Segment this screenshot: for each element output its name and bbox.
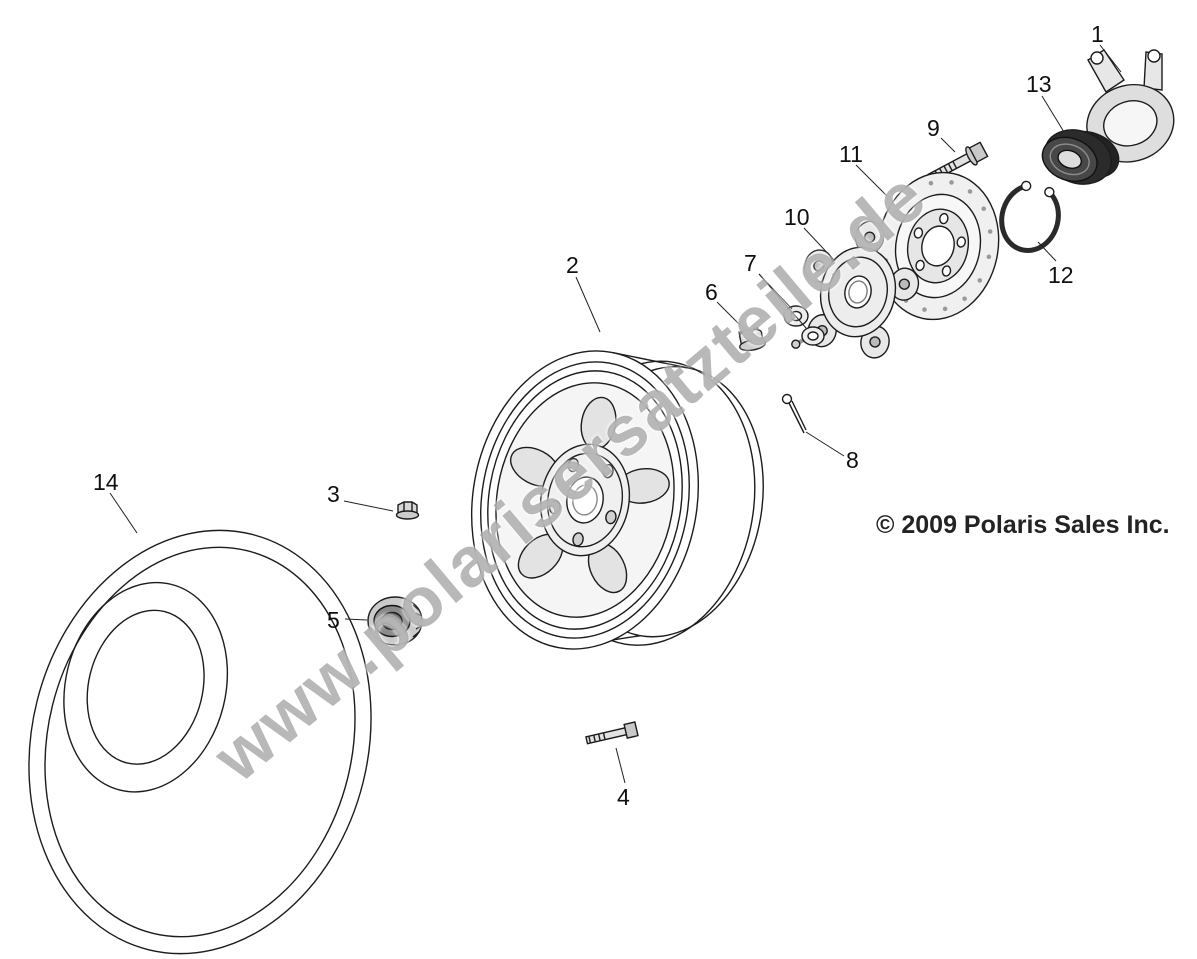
callout-4: 4 bbox=[617, 784, 630, 810]
wheel-lug-holes bbox=[549, 457, 617, 547]
washers-part bbox=[783, 305, 825, 346]
leader-lines bbox=[109, 44, 1122, 784]
callout-11: 11 bbox=[839, 141, 863, 167]
callout-2: 2 bbox=[566, 252, 579, 278]
callout-1: 1 bbox=[1091, 21, 1104, 47]
cotter-pin-part bbox=[781, 393, 807, 434]
callout-13: 13 bbox=[1026, 71, 1052, 97]
lug-nut-part bbox=[395, 501, 420, 520]
callout-3: 3 bbox=[327, 481, 340, 507]
callout-12: 12 bbox=[1048, 262, 1074, 288]
callout-14: 14 bbox=[93, 469, 119, 495]
callout-9: 9 bbox=[927, 115, 940, 141]
callout-5: 5 bbox=[327, 607, 340, 633]
wheel-spoke-windows bbox=[509, 396, 670, 594]
brake-disc-mount-holes bbox=[913, 212, 966, 277]
callout-8: 8 bbox=[846, 447, 859, 473]
hub-cap-part bbox=[367, 596, 423, 646]
copyright-text: © 2009 Polaris Sales Inc. bbox=[876, 511, 1170, 539]
callout-6: 6 bbox=[705, 279, 718, 305]
callout-7: 7 bbox=[744, 250, 757, 276]
wheel-rim-part bbox=[470, 350, 764, 650]
castle-nut-part bbox=[738, 326, 767, 352]
wheel-hub-part bbox=[791, 220, 920, 359]
callout-10: 10 bbox=[784, 204, 810, 230]
bolt-part-4 bbox=[585, 721, 639, 745]
snap-ring-part bbox=[999, 180, 1061, 254]
tire-part bbox=[28, 529, 372, 955]
bearing-part bbox=[1041, 129, 1120, 185]
